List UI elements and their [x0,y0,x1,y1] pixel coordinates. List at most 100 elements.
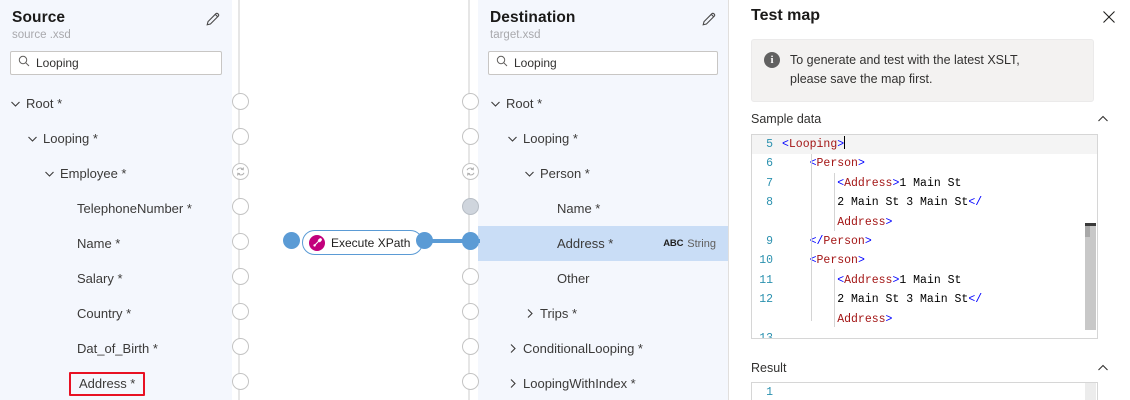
mapping-canvas[interactable] [232,0,478,400]
connector-handle-open[interactable] [461,338,479,355]
sample-data-editor[interactable]: 5<Looping>6 <Person>7 <Address>1 Main St… [751,134,1098,339]
code-line[interactable]: Address> [752,310,1097,329]
source-search-input[interactable] [36,56,221,70]
connector-handle-grey[interactable] [461,198,479,215]
connector-handle-loop[interactable] [461,163,479,180]
connector-handle-loop[interactable] [231,163,249,180]
tree-row[interactable]: Employee * [0,156,232,191]
line-number: 13 [759,332,773,339]
result-editor[interactable]: 1 [751,382,1098,400]
node-input-handle[interactable] [283,232,300,249]
chevron-down-icon[interactable] [27,133,38,144]
code-line[interactable]: 12 2 Main St 3 Main St</ [752,290,1097,309]
connector-handle-open[interactable] [231,128,249,145]
notice-line-2: please save the map first. [790,72,933,87]
result-scrollbar[interactable] [1085,383,1096,400]
editor-scrollbar[interactable] [1085,223,1096,330]
source-search-box[interactable] [10,51,222,75]
chevron-placeholder [61,273,72,284]
code-text: <Address>1 Main St [837,273,962,287]
chevron-placeholder [61,308,72,319]
tree-row[interactable]: Person * [478,156,728,191]
tree-row[interactable]: Other [478,261,728,296]
info-icon: i [764,52,780,68]
destination-search-box[interactable] [488,51,718,75]
node-output-handle[interactable] [416,232,433,249]
chevron-up-icon[interactable] [1096,112,1110,126]
code-line[interactable]: 11 <Address>1 Main St [752,271,1097,290]
tree-row[interactable]: Address * [0,366,232,400]
chevron-right-icon[interactable] [507,343,518,354]
code-text: <Looping> [782,136,846,151]
destination-search-input[interactable] [514,56,717,70]
tree-row[interactable]: Country * [0,296,232,331]
result-section-header[interactable]: Result [751,361,1110,375]
code-line[interactable]: 10 <Person> [752,251,1097,270]
code-line[interactable]: 7 <Address>1 Main St [752,174,1097,193]
line-number: 8 [766,196,773,210]
tree-row[interactable]: Looping * [478,121,728,156]
connector-handle-open[interactable] [461,303,479,320]
chevron-down-icon[interactable] [507,133,518,144]
abc-icon: ABC [663,238,684,249]
close-icon[interactable] [1100,8,1118,26]
tree-node-label: Salary * [77,271,123,286]
tree-row[interactable]: Salary * [0,261,232,296]
chevron-down-icon[interactable] [44,168,55,179]
chevron-up-icon[interactable] [1096,361,1110,375]
scrollbar-marker [1085,223,1096,226]
connector-handle-open[interactable] [231,268,249,285]
execute-xpath-node[interactable]: Execute XPath [302,230,424,255]
tree-row[interactable]: Root * [478,86,728,121]
line-number: 11 [759,273,773,287]
chevron-down-icon[interactable] [524,168,535,179]
connector-handle-open[interactable] [461,373,479,390]
connector-handle-open[interactable] [231,233,249,250]
code-line[interactable]: 5<Looping> [752,135,1097,155]
pencil-icon[interactable] [204,10,222,28]
tree-row[interactable]: Name * [478,191,728,226]
tree-row[interactable]: Root * [0,86,232,121]
panel-divider[interactable] [728,0,729,400]
tree-row[interactable]: ConditionalLooping * [478,331,728,366]
tree-node-label: ConditionalLooping * [523,341,643,356]
tree-node-label: Dat_of_Birth * [77,341,158,356]
code-line[interactable]: 8 2 Main St 3 Main St</ [752,193,1097,212]
code-line[interactable]: Address> [752,213,1097,232]
connector-handle-open[interactable] [231,303,249,320]
connector-handle-open[interactable] [231,373,249,390]
tree-node-label: Other [557,271,590,286]
destination-title: Destination [490,9,576,26]
connector-handle-open[interactable] [461,128,479,145]
connector-handle-open[interactable] [461,93,479,110]
sample-data-section-header[interactable]: Sample data [751,112,1110,126]
tree-row[interactable]: TelephoneNumber * [0,191,232,226]
chevron-down-icon[interactable] [490,98,501,109]
chevron-right-icon[interactable] [524,308,535,319]
connector-handle-open[interactable] [231,338,249,355]
chevron-placeholder [541,273,552,284]
tree-row[interactable]: Name * [0,226,232,261]
code-line[interactable]: 13 [752,329,1097,339]
connector-handle-open[interactable] [231,93,249,110]
code-line[interactable]: 6 <Person> [752,154,1097,173]
line-number: 1 [766,386,773,399]
chevron-right-icon[interactable] [507,378,518,389]
chevron-down-icon[interactable] [10,98,21,109]
tree-row[interactable]: Looping * [0,121,232,156]
connector-handle-open[interactable] [231,198,249,215]
tree-row[interactable]: Dat_of_Birth * [0,331,232,366]
tree-row[interactable]: Trips * [478,296,728,331]
connector-handle-open[interactable] [461,268,479,285]
sample-data-label: Sample data [751,112,822,126]
destination-input-handle[interactable] [462,232,479,249]
tree-node-label: Address * [69,371,146,396]
tree-row[interactable]: LoopingWithIndex * [478,366,728,400]
pencil-icon[interactable] [700,10,718,28]
loop-icon [466,167,474,176]
code-line[interactable]: 9 </Person> [752,232,1097,251]
search-icon [496,54,508,72]
sample-data-code[interactable]: 5<Looping>6 <Person>7 <Address>1 Main St… [752,135,1097,339]
